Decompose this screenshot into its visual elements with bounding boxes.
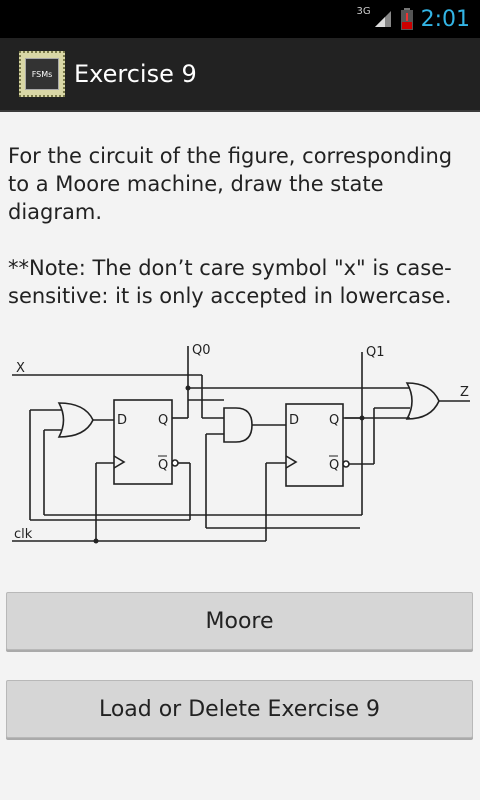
signal-icon xyxy=(374,11,391,27)
label-ff1-d: D xyxy=(117,413,127,428)
label-x: X xyxy=(16,361,25,376)
moore-button[interactable]: Moore xyxy=(6,592,473,650)
label-clk: clk xyxy=(14,527,33,542)
main-content: For the circuit of the figure, correspon… xyxy=(0,112,480,800)
note-paragraph: **Note: The don’t care symbol "x" is cas… xyxy=(8,256,452,308)
label-q1: Q1 xyxy=(366,345,385,360)
label-ff1-q: Q xyxy=(158,413,168,428)
circuit-diagram: X Q0 Q1 Z clk D Q Q D Q Q xyxy=(12,343,470,544)
label-q0: Q0 xyxy=(192,343,211,358)
load-delete-button[interactable]: Load or Delete Exercise 9 xyxy=(6,680,473,738)
label-ff2-qbar: Q xyxy=(329,458,339,473)
app-icon[interactable]: FSMs xyxy=(19,51,65,97)
status-bar: 3G 2:01 xyxy=(0,0,480,38)
battery-icon xyxy=(400,8,413,30)
label-z: Z xyxy=(460,385,469,400)
description-paragraph: For the circuit of the figure, correspon… xyxy=(8,144,453,224)
page-title: Exercise 9 xyxy=(74,60,197,88)
exercise-description: For the circuit of the figure, correspon… xyxy=(8,142,474,310)
network-type: 3G xyxy=(356,5,371,17)
label-ff1-qbar: Q xyxy=(158,458,168,473)
clock: 2:01 xyxy=(420,6,470,32)
label-ff2-q: Q xyxy=(329,413,339,428)
action-bar: FSMs Exercise 9 xyxy=(0,38,480,112)
app-icon-label: FSMs xyxy=(25,58,59,90)
label-ff2-d: D xyxy=(289,413,299,428)
